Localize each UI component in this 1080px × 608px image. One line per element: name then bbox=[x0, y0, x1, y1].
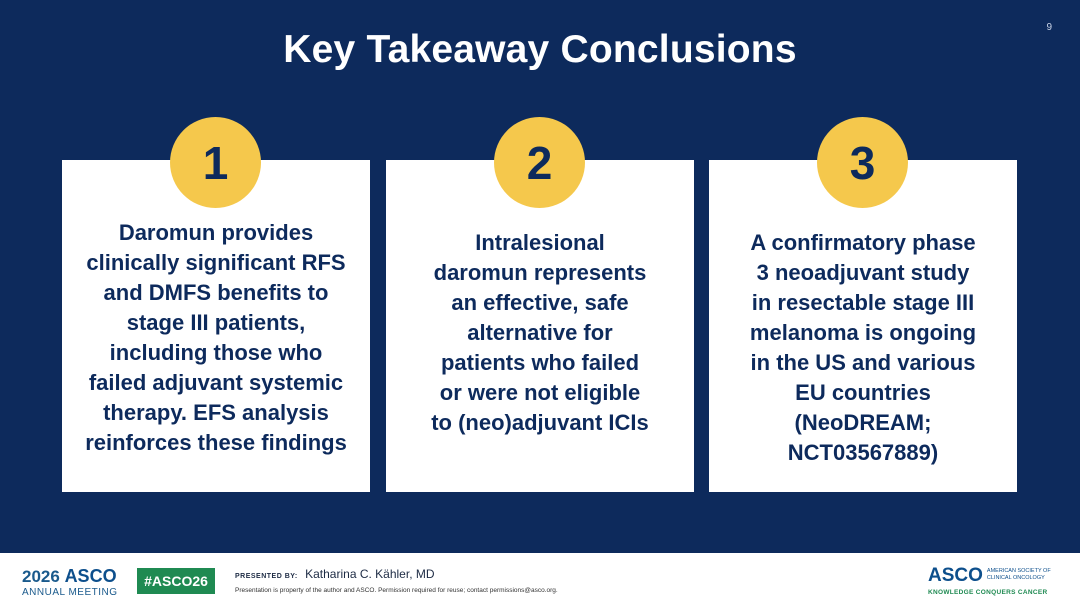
conclusion-text-2: Intralesional daromun represents an effe… bbox=[431, 230, 649, 435]
brand-tagline: KNOWLEDGE CONQUERS CANCER bbox=[928, 589, 1048, 596]
brand-society: AMERICAN SOCIETY OF CLINICAL ONCOLOGY bbox=[986, 568, 1051, 581]
slide: 9 Key Takeaway Conclusions Daromun provi… bbox=[0, 0, 1080, 553]
conclusion-text-1: Daromun provides clinically significant … bbox=[85, 220, 347, 455]
conclusion-text-3: A confirmatory phase 3 neoadjuvant study… bbox=[749, 230, 977, 465]
conclusion-card-1: Daromun provides clinically significant … bbox=[62, 160, 370, 492]
hashtag-badge: #ASCO26 bbox=[137, 568, 215, 594]
slide-title: Key Takeaway Conclusions bbox=[283, 28, 797, 71]
number-badge-1: 1 bbox=[170, 117, 261, 208]
disclaimer: Presentation is property of the author a… bbox=[235, 587, 558, 594]
presenter-name: Katharina C. Kähler, MD bbox=[305, 567, 435, 581]
meeting-brand: ASCO bbox=[64, 566, 117, 586]
presented-by: PRESENTED BY: Katharina C. Kähler, MD bbox=[235, 567, 435, 581]
conclusion-card-3: A confirmatory phase 3 neoadjuvant study… bbox=[709, 160, 1017, 492]
meeting-subtitle: ANNUAL MEETING bbox=[22, 587, 118, 598]
page-number: 9 bbox=[1046, 22, 1052, 33]
footer: 2026 ASCO ANNUAL MEETING #ASCO26 PRESENT… bbox=[0, 553, 1080, 608]
number-badge-3: 3 bbox=[817, 117, 908, 208]
number-badge-2: 2 bbox=[494, 117, 585, 208]
presented-label: PRESENTED BY: bbox=[235, 573, 298, 580]
meeting-year: 2026 bbox=[22, 567, 60, 586]
conclusion-card-2: Intralesional daromun represents an effe… bbox=[386, 160, 694, 492]
brand-name: ASCO bbox=[928, 565, 983, 586]
asco-logo: ASCO AMERICAN SOCIETY OF CLINICAL ONCOLO… bbox=[928, 565, 1058, 597]
meeting-logo: 2026 ASCO ANNUAL MEETING bbox=[22, 567, 118, 598]
